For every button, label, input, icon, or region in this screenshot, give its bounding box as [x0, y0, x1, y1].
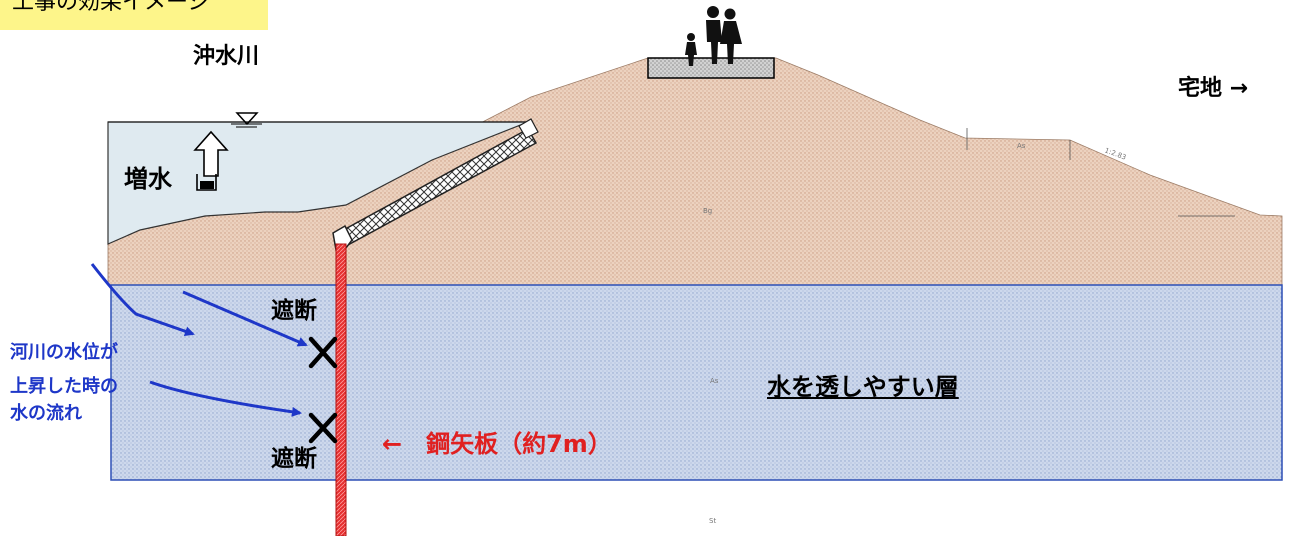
seepage-flow-arrows [90, 263, 308, 417]
river-name-label: 沖水川 [193, 44, 260, 69]
rising-water-label: 増水 [124, 165, 172, 193]
steel-sheet-pile [335, 243, 347, 536]
drawing-annotation: As [710, 377, 719, 385]
sheet-pile-label: ← 鋼矢板（約7m） [382, 430, 612, 458]
flow-label-line3: 水の流れ [10, 403, 82, 424]
permeable-layer-label: 水を透しやすい層 [767, 373, 959, 401]
drawing-annotation: As [1017, 142, 1026, 150]
block-label-upper: 遮断 [271, 298, 317, 324]
flow-label-line2: 上昇した時の [10, 376, 118, 397]
block-mark-icon [308, 412, 338, 444]
block-label-lower: 遮断 [271, 446, 317, 472]
water-level-mark-icon [235, 112, 259, 126]
drawing-annotation: St [709, 517, 717, 525]
diagram-title: 工事の効果イメージ [0, 0, 268, 30]
flow-label-line1: 河川の水位が [10, 342, 118, 363]
slope-revetment [332, 118, 539, 251]
residential-label: 宅地 → [1178, 76, 1249, 101]
rising-arrow-icon [193, 130, 229, 177]
permeable-layer [110, 284, 1283, 481]
people-silhouette-icon [685, 6, 742, 66]
drawing-annotation: Bg [703, 207, 713, 215]
crest-pavement [647, 57, 775, 79]
block-mark-icon [308, 336, 338, 369]
